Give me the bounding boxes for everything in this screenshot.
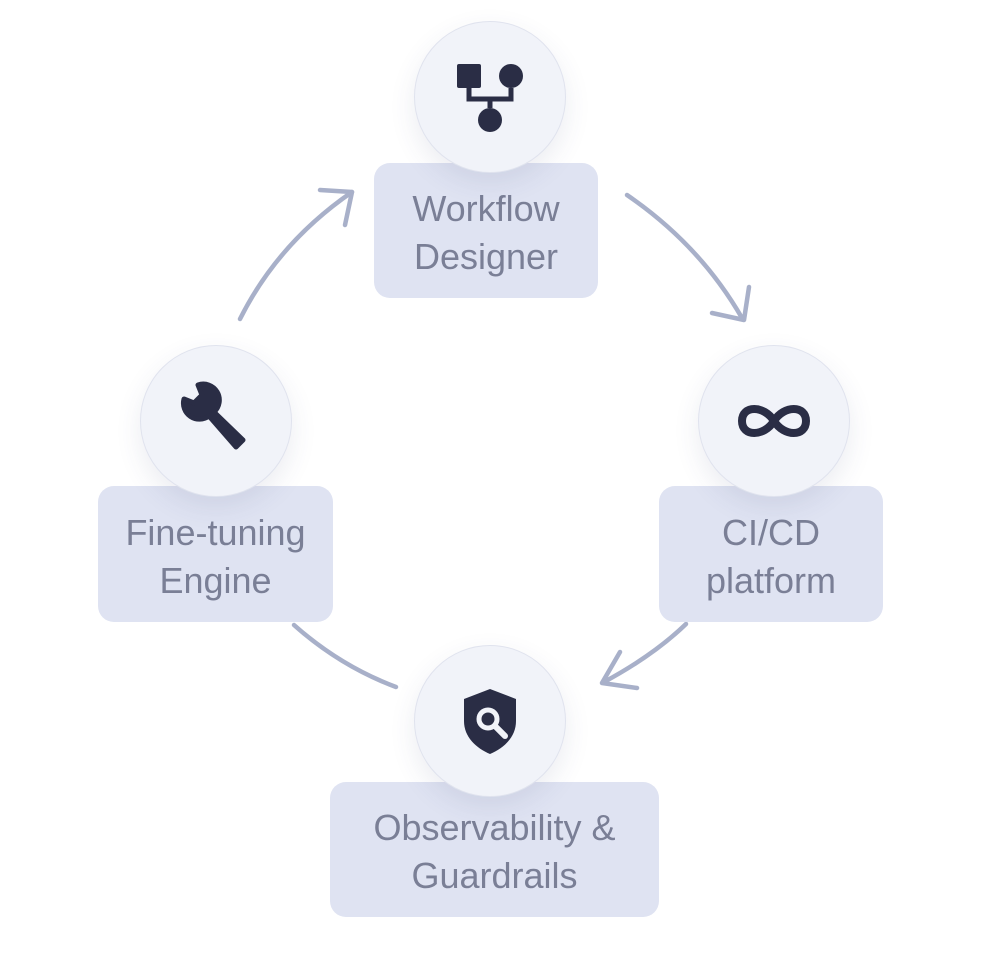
node-observe-line1: Observability & — [373, 807, 616, 848]
arrow-cicd-to-observe — [601, 621, 689, 685]
node-observability-guardrails-label: Observability & Guardrails — [330, 782, 659, 917]
connector-observe-to-finetune — [291, 622, 399, 690]
node-observability-guardrails-circle — [414, 645, 566, 797]
node-workflow-line2: Designer — [413, 236, 559, 277]
infinity-icon — [738, 405, 810, 437]
arrowhead-workflow-to-cicd — [709, 284, 752, 323]
shield-search-icon — [464, 689, 516, 754]
node-finetune-line2: Engine — [159, 560, 272, 601]
node-workflow-designer-label: Workflow Designer — [374, 163, 598, 298]
arrowhead-finetune-to-workflow — [317, 187, 355, 228]
node-cicd-platform-label: CI/CD platform — [659, 486, 883, 622]
node-fine-tuning-engine-circle — [140, 345, 292, 497]
node-finetune-line1: Fine-tuning — [125, 512, 306, 553]
arrow-workflow-to-cicd — [624, 192, 745, 321]
node-workflow-designer-circle — [414, 21, 566, 173]
arrowhead-cicd-to-observe — [599, 649, 640, 691]
node-workflow-line1: Workflow — [412, 188, 560, 229]
node-cicd-platform-circle — [698, 345, 850, 497]
workflow-icon — [457, 64, 523, 132]
node-cicd-line1: CI/CD — [722, 512, 820, 553]
node-observe-line2: Guardrails — [411, 855, 578, 896]
node-cicd-line2: platform — [705, 560, 837, 601]
wrench-icon — [180, 381, 246, 450]
node-fine-tuning-engine-label: Fine-tuning Engine — [98, 486, 333, 622]
arrow-finetune-to-workflow — [237, 189, 355, 322]
